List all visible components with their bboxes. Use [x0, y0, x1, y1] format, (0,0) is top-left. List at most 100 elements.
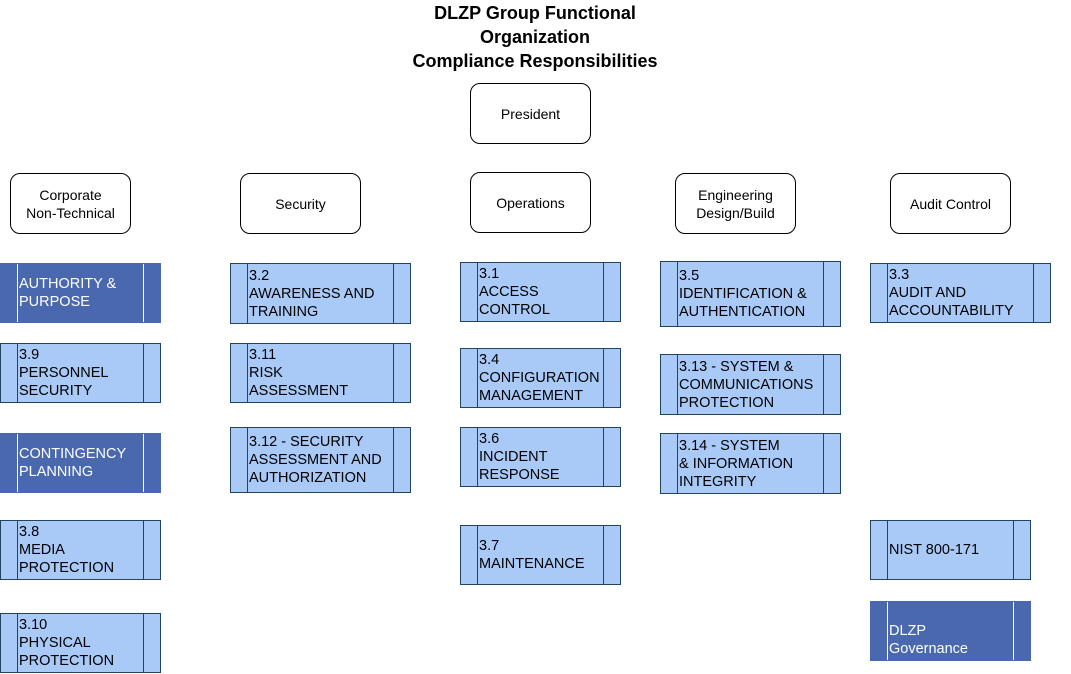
box-text-line: INCIDENT	[479, 449, 548, 465]
compliance-box-corporate[interactable]: CONTINGENCY PLANNING	[0, 433, 161, 493]
box-left-divider	[17, 264, 18, 322]
box-right-divider	[823, 355, 824, 414]
diagram-title: DLZP Group Functional Organization Compl…	[335, 1, 735, 73]
box-right-divider	[823, 434, 824, 493]
box-text-line: PHYSICAL	[19, 635, 91, 651]
box-text-line: 3.11	[249, 347, 277, 363]
box-right-divider	[393, 344, 394, 402]
box-text-line: IDENTIFICATION &	[679, 286, 807, 302]
box-text-line: Governance	[889, 641, 968, 657]
box-right-divider	[393, 264, 394, 323]
box-text-line: NIST 800-171	[889, 542, 980, 558]
department-label: Engineering	[698, 186, 773, 203]
box-text-line: 3.7	[479, 538, 500, 554]
box-text-line: PROTECTION	[19, 653, 115, 669]
box-left-divider	[677, 355, 678, 414]
title-line: DLZP Group Functional	[434, 3, 636, 23]
box-text: AUTHORITY & PURPOSE	[19, 264, 142, 322]
box-left-divider	[477, 428, 478, 486]
box-text-line: 3.2	[249, 267, 270, 284]
box-text-line: ASSESSMENT	[249, 383, 349, 399]
box-text-line: INTEGRITY	[679, 473, 757, 490]
compliance-box-audit[interactable]: NIST 800-171	[870, 520, 1031, 580]
box-right-divider	[823, 262, 824, 326]
department-label: Corporate	[39, 186, 102, 203]
box-left-divider	[477, 349, 478, 407]
box-text-line: TRAINING	[249, 303, 319, 320]
box-text-line: & INFORMATION	[679, 455, 794, 472]
box-text-line: 3.3	[889, 267, 910, 283]
department-label: Non-Technical	[26, 204, 115, 221]
box-left-divider	[887, 602, 888, 660]
box-right-divider	[143, 521, 144, 579]
president-node[interactable]: President	[470, 83, 591, 144]
title-line: Organization	[479, 27, 590, 47]
department-label: Design/Build	[696, 204, 775, 221]
box-text-line: COMMUNICATIONS	[679, 376, 814, 393]
box-text-line: MANAGEMENT	[479, 388, 583, 404]
box-text-line: 3.1	[479, 266, 500, 282]
box-text-line: 3.8	[19, 524, 40, 540]
box-text-line: PERSONNEL	[19, 365, 109, 381]
box-left-divider	[247, 264, 248, 323]
box-text-line: CONTROL	[479, 302, 550, 318]
box-right-divider	[603, 263, 604, 321]
department-engineering-node[interactable]: Engineering Design/Build	[675, 173, 796, 234]
box-left-divider	[17, 521, 18, 579]
box-right-divider	[143, 264, 144, 322]
box-text-line: 3.4	[479, 352, 500, 368]
department-operations-node[interactable]: Operations	[470, 172, 591, 233]
box-left-divider	[477, 263, 478, 321]
box-text-line: 3.12 - SECURITY	[249, 434, 364, 450]
box-text-line: ACCOUNTABILITY	[889, 303, 1014, 319]
title-line: Compliance Responsibilities	[412, 51, 658, 71]
department-audit-node[interactable]: Audit Control	[890, 173, 1011, 234]
box-right-divider	[603, 526, 604, 584]
box-text-line: AUTHENTICATION	[679, 304, 806, 320]
box-left-divider	[887, 264, 888, 322]
box-right-divider	[1033, 264, 1034, 322]
box-text-line: AUTHORITY &	[19, 276, 117, 292]
department-security-node[interactable]: Security	[240, 173, 361, 234]
box-text-line: PROTECTION	[679, 394, 775, 411]
box-right-divider	[143, 434, 144, 492]
box-text-line: RISK	[249, 365, 283, 381]
box-text-line: PLANNING	[19, 464, 94, 480]
box-left-divider	[887, 521, 888, 579]
box-left-divider	[17, 614, 18, 672]
box-text-line: PURPOSE	[19, 294, 90, 310]
box-text-line: 3.13 - SYSTEM &	[679, 358, 794, 375]
compliance-box-corporate[interactable]: AUTHORITY & PURPOSE	[0, 263, 161, 323]
box-text-line: RESPONSE	[479, 467, 560, 483]
box-text-line: MEDIA	[19, 542, 65, 558]
department-corporate-node[interactable]: Corporate Non-Technical	[10, 173, 131, 234]
box-right-divider	[143, 614, 144, 672]
box-right-divider	[603, 428, 604, 486]
box-text-line: CONTINGENCY	[19, 446, 127, 462]
box-text-line: PROTECTION	[19, 560, 115, 576]
box-right-divider	[1013, 602, 1014, 660]
department-label: Operations	[496, 194, 565, 211]
